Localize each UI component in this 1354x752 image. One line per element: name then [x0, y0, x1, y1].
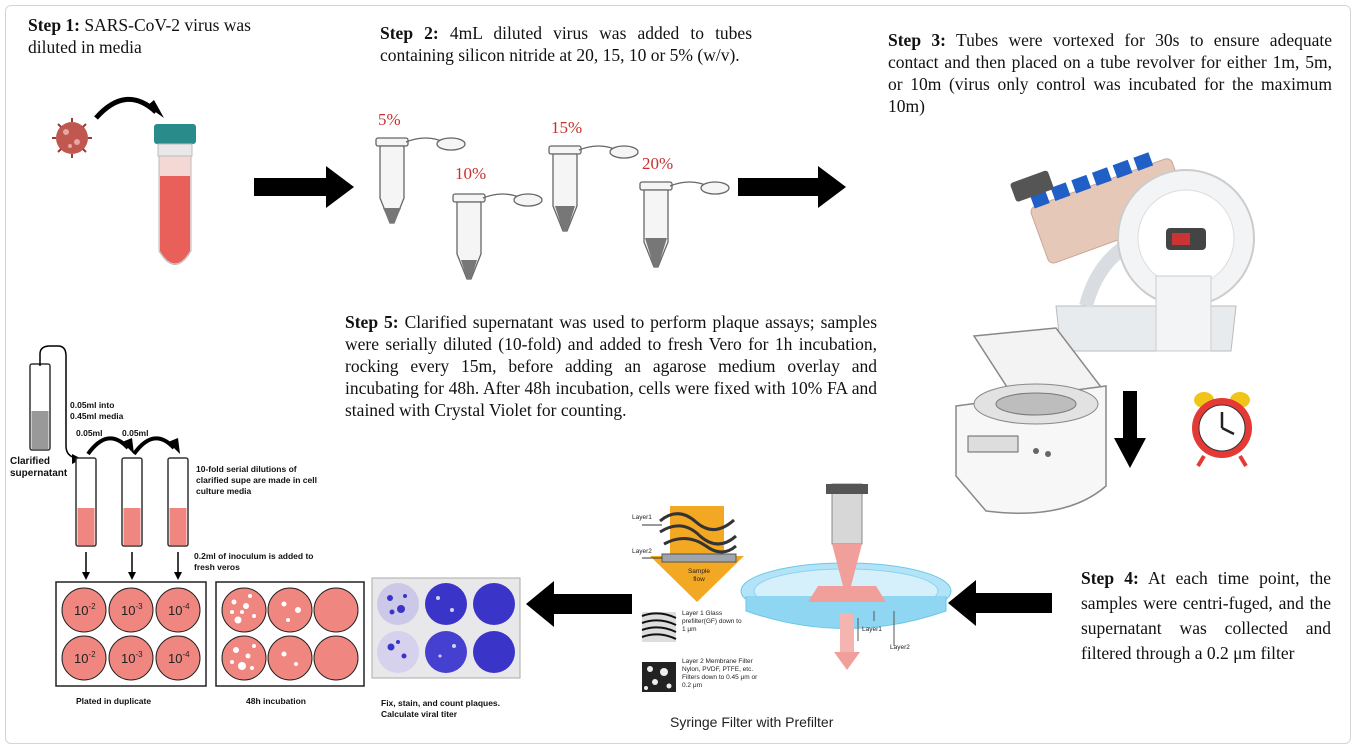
count-plaques-label: Fix, stain, and count plaques. Calculate… — [381, 698, 501, 719]
incubation-plate — [215, 581, 365, 687]
tube-5pct-icon — [375, 137, 466, 224]
step1-description: Step 1: SARS-CoV-2 virus was diluted in … — [28, 14, 258, 58]
filter-layers-schematic — [642, 506, 744, 602]
step2-label: Step 2: — [380, 23, 439, 43]
diagram-graphics: 10-2 10-3 10-4 10-2 10-3 10-4 — [29, 96, 1255, 692]
pct-15-label: 15% — [551, 118, 583, 137]
step5-text: Clarified supernatant was used to perfor… — [345, 312, 878, 420]
well-label: 10-3 — [121, 602, 143, 618]
step3-text: Tubes were vortexed for 30s to ensure ad… — [888, 30, 1332, 116]
serial-dilution-arrows — [86, 436, 176, 456]
arrow-step1-to-2 — [254, 166, 354, 208]
syringe-filter-caption: Syringe Filter with Prefilter — [670, 714, 834, 730]
plated-duplicate-plate: 10-2 10-3 10-4 10-2 10-3 10-4 — [55, 581, 207, 687]
alarm-clock-icon — [1192, 392, 1252, 468]
step5-label: Step 5: — [345, 312, 399, 332]
step4-text: At each time point, the samples were cen… — [1081, 568, 1331, 663]
dilution-tube-3-icon — [167, 457, 189, 547]
arrow-step2-to-3 — [738, 166, 846, 208]
step5-description: Step 5: Clarified supernatant was used t… — [345, 311, 877, 421]
step1-label: Step 1: — [28, 15, 81, 35]
well-label: 10-4 — [168, 650, 190, 666]
step3-description: Step 3: Tubes were vortexed for 30s to e… — [888, 29, 1332, 117]
step4-description: Step 4: At each time point, the samples … — [1081, 566, 1331, 666]
step3-label: Step 3: — [888, 30, 946, 50]
step4-label: Step 4: — [1081, 568, 1139, 588]
volume-label-2: 0.05ml — [122, 428, 149, 438]
clarified-supernatant-label: Clarified supernatant — [10, 456, 68, 479]
well-label: 10-3 — [121, 650, 143, 666]
pct-10-label: 10% — [455, 164, 487, 183]
falcon-tube-icon — [154, 124, 196, 265]
transfer-line — [39, 345, 77, 459]
inoculum-label: 0.2ml of inoculum is added to fresh vero… — [194, 551, 314, 572]
pct-5-label: 5% — [378, 110, 401, 129]
arrow-filter-to-plate — [526, 581, 632, 627]
layer2-tag: Layer2 — [632, 548, 652, 555]
well-label: 10-2 — [74, 650, 96, 666]
inoculum-arrows — [85, 552, 179, 574]
tube-15pct-icon — [548, 145, 639, 232]
tube-10pct-icon — [452, 193, 543, 280]
curved-arrow-icon — [94, 96, 158, 120]
tube-revolver-icon — [1010, 152, 1255, 352]
step2-text: 4mL diluted virus was added to tubes con… — [380, 23, 753, 65]
membrane-texture-icon — [642, 662, 676, 692]
syringe-layer2-tag: Layer2 — [890, 644, 910, 651]
well-label: 10-2 — [74, 602, 96, 618]
diagram-canvas: 10-2 10-3 10-4 10-2 10-3 10-4 Step 1: SA… — [5, 5, 1351, 744]
plated-duplicate-label: Plated in duplicate — [76, 696, 152, 706]
centrifuge-icon — [955, 327, 1107, 514]
sample-flow-label: Sample flow — [687, 568, 711, 583]
volume-label-1: 0.05ml — [76, 428, 103, 438]
well-label: 10-4 — [168, 602, 190, 618]
layer2-description: Layer 2 Membrane Filter Nylon, PVDF, PTF… — [682, 658, 758, 689]
syringe-filter-icon — [740, 483, 952, 670]
arrow-down-centrifuge — [1114, 391, 1146, 468]
arrow-step4-to-filter — [948, 580, 1052, 626]
step1-text: SARS-CoV-2 virus was diluted in media — [28, 15, 251, 57]
virus-icon — [52, 118, 92, 158]
incubation-label: 48h incubation — [246, 696, 306, 706]
layer1-description: Layer 1 Glass prefilter(GF) down to 1 μm — [682, 610, 742, 633]
into-media-label: 0.05ml into 0.45ml media — [70, 400, 124, 421]
stained-plate-icon — [371, 577, 521, 679]
tube-20pct-icon — [639, 181, 730, 268]
prefilter-texture-icon — [641, 612, 677, 642]
layer1-tag: Layer1 — [632, 514, 652, 521]
syringe-layer1-tag: Layer1 — [862, 626, 882, 633]
supernatant-tube-icon — [29, 363, 51, 451]
dilution-tube-2-icon — [121, 457, 143, 547]
serial-dilutions-label: 10-fold serial dilutions of clarified su… — [196, 464, 317, 496]
pct-20-label: 20% — [642, 154, 674, 173]
dilution-tube-1-icon — [75, 457, 97, 547]
step2-description: Step 2: 4mL diluted virus was added to t… — [380, 22, 752, 66]
